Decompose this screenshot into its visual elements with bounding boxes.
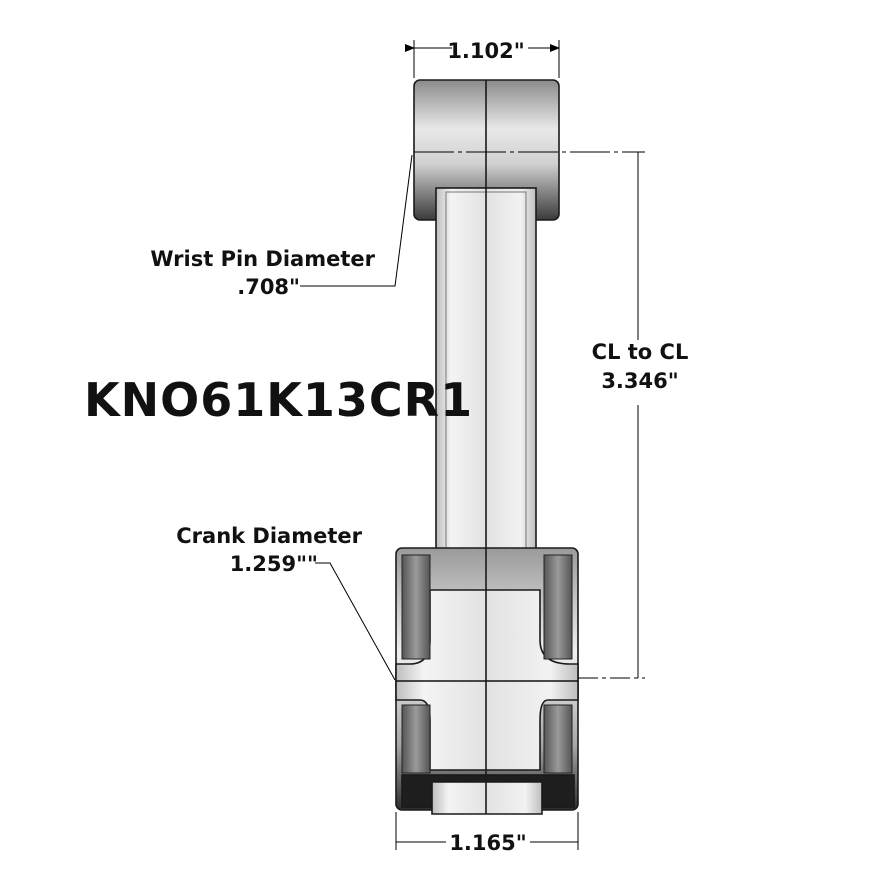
big-end-width-dimension [395,812,579,850]
crank-label: Crank Diameter [176,524,362,548]
cl-to-cl-dimension [414,151,645,679]
big-end-width-label: 1.165" [449,831,526,855]
wrist-pin-label: Wrist Pin Diameter [150,247,375,271]
cl-to-cl-label: CL to CL [592,340,689,364]
small-end [413,79,560,221]
crank-leader [315,562,396,681]
rod-beam [435,187,537,589]
crank-value: 1.259"" [230,552,318,576]
big-end [395,547,579,815]
small-end-width-label: 1.102" [447,39,524,63]
wrist-pin-value: .708" [237,275,300,299]
small-end-width-dimension [405,40,560,78]
part-number: KNO61K13CR1 [84,373,473,427]
wrist-pin-leader [300,154,413,287]
cl-to-cl-value: 3.346" [601,369,678,393]
